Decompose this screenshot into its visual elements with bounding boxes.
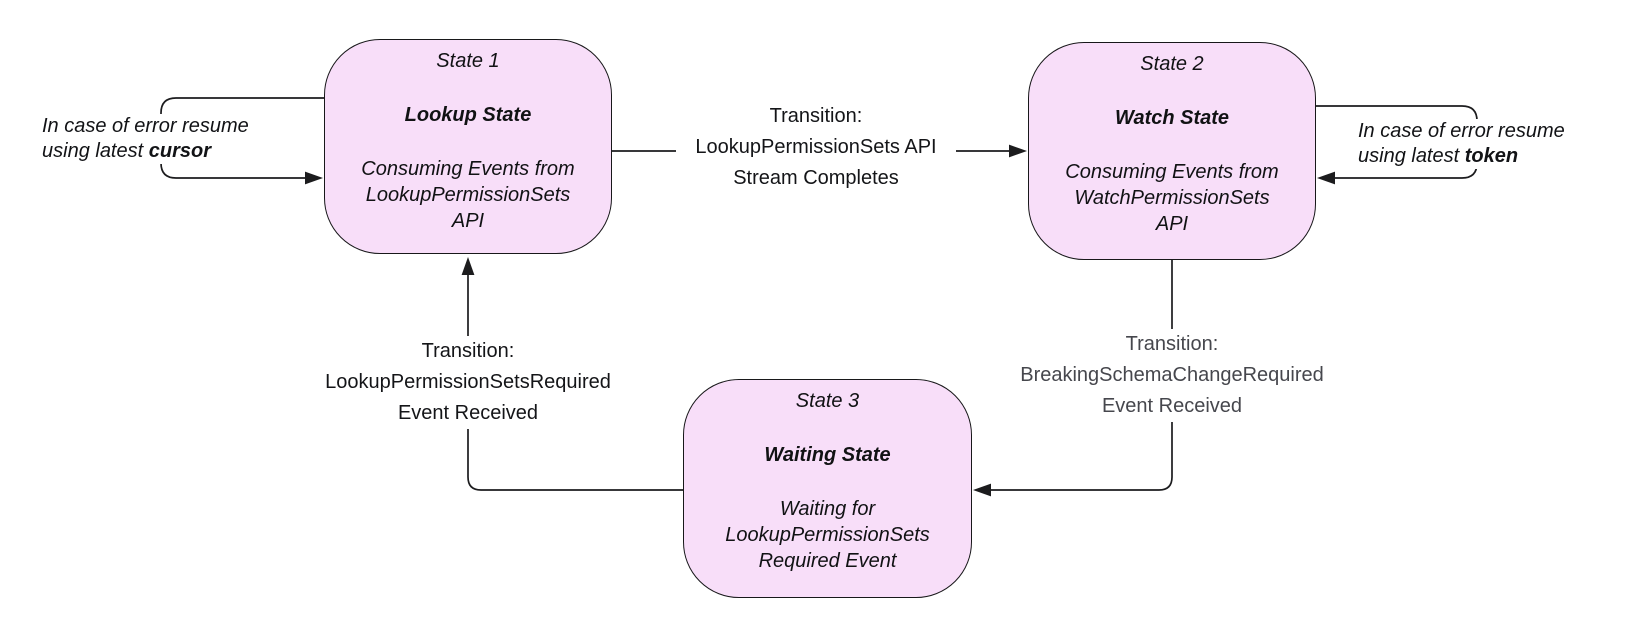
edge-line <box>991 260 1173 491</box>
state-title: State 3 <box>795 390 860 412</box>
state-description: Consuming Events from LookupPermissionSe… <box>361 158 575 232</box>
transition-label-watch-to-waiting: Transition: BreakingSchemaChangeRequired… <box>1017 329 1327 422</box>
error-loop-keyword: token <box>1464 145 1519 167</box>
error-loop-text: In case of error resume using latest <box>1358 120 1565 167</box>
arrowhead-left-icon <box>973 483 991 497</box>
state-description: Consuming Events from WatchPermissionSet… <box>1065 161 1279 235</box>
arrowhead-left-icon <box>1317 171 1335 185</box>
state-title: State 1 <box>436 50 500 72</box>
edge-watch-to-waiting <box>973 260 1173 497</box>
arrowhead-right-icon <box>305 171 323 185</box>
state-name: Lookup State <box>404 104 532 126</box>
error-loop-label-token: In case of error resume using latest tok… <box>1358 119 1610 169</box>
error-loop-label-cursor: In case of error resume using latest cur… <box>42 114 288 164</box>
transition-label-lookup-to-watch: Transition: LookupPermissionSets API Str… <box>676 101 956 194</box>
arrowhead-up-icon <box>461 257 475 275</box>
error-loop-keyword: cursor <box>148 140 211 162</box>
error-loop-text: In case of error resume using latest <box>42 115 249 162</box>
state-box-lookup: State 1 Lookup State Consuming Events fr… <box>324 39 612 254</box>
transition-label-waiting-to-lookup: Transition: LookupPermissionSetsRequired… <box>318 336 618 429</box>
state-box-waiting: State 3 Waiting State Waiting for Lookup… <box>683 379 972 598</box>
edge-line <box>467 275 683 491</box>
edge-waiting-to-lookup <box>461 257 683 491</box>
state-description: Waiting for LookupPermissionSets Require… <box>725 498 930 572</box>
state-box-watch: State 2 Watch State Consuming Events fro… <box>1028 42 1316 260</box>
state-name: Waiting State <box>764 444 891 466</box>
state-name: Watch State <box>1114 107 1230 129</box>
arrowhead-right-icon <box>1009 144 1027 158</box>
state-title: State 2 <box>1140 53 1204 75</box>
